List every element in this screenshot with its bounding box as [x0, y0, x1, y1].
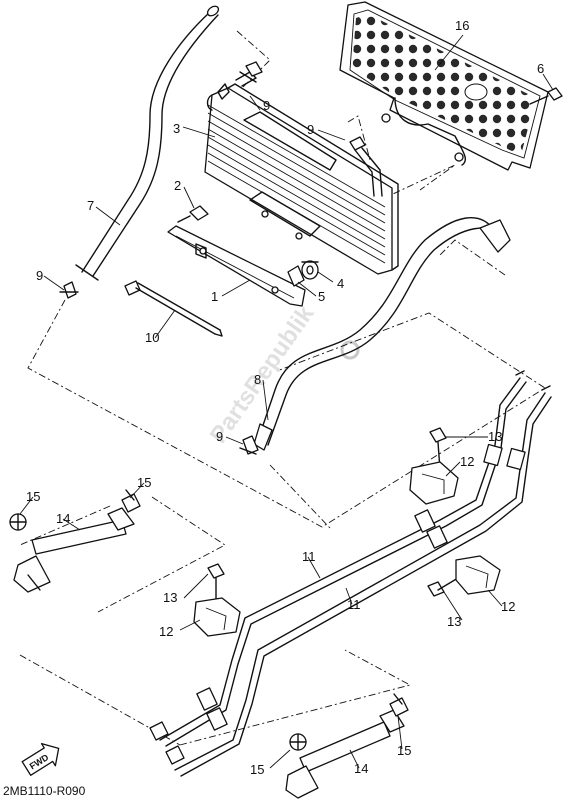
- callout-12-left: 12: [159, 624, 173, 639]
- callout-12-upper: 12: [460, 454, 474, 469]
- callout-labels: 16 6 9 3 9 2 7 9 4 1 5 10 8 9 13 12 15 1…: [26, 18, 544, 777]
- callout-11-lower: 11: [347, 597, 361, 612]
- clamp-9-left: [59, 281, 79, 299]
- oil-cooler-3: [204, 71, 399, 275]
- bolt-2: [177, 205, 209, 223]
- callout-13-right: 13: [447, 614, 461, 629]
- callout-9-left: 9: [36, 268, 43, 283]
- diagram-code: 2MB1110-R090: [3, 784, 86, 798]
- grommet-4: [301, 260, 319, 280]
- callout-5: 5: [318, 289, 325, 304]
- clamp-12-left: [193, 597, 241, 637]
- callout-7: 7: [87, 198, 94, 213]
- callout-6: 6: [537, 61, 544, 76]
- bracket-1: [167, 225, 306, 307]
- clamp-9-middle: [239, 435, 259, 455]
- hose-8: [253, 216, 511, 451]
- clamp-9-top: [239, 61, 263, 83]
- callout-15-upper-left: 15: [26, 489, 40, 504]
- callout-16: 16: [455, 18, 469, 33]
- callout-9-cooler: 9: [307, 122, 314, 137]
- callout-13-upper: 13: [488, 429, 502, 444]
- callout-15-lower-left: 15: [250, 762, 264, 777]
- callout-1: 1: [211, 289, 218, 304]
- clamp-15-lower-right: [389, 693, 409, 717]
- callout-3: 3: [173, 121, 180, 136]
- callout-4: 4: [337, 276, 344, 291]
- hose-14-lower: [285, 709, 405, 799]
- callout-14-upper: 14: [56, 511, 70, 526]
- clamp-12-upper: [409, 461, 459, 505]
- guard-plate-16: [339, 1, 549, 171]
- cable-tie-10: [124, 280, 223, 337]
- collar-5: [287, 265, 305, 287]
- callout-11-upper: 11: [302, 549, 316, 564]
- callout-2: 2: [174, 178, 181, 193]
- callout-10: 10: [145, 330, 159, 345]
- fwd-arrow-icon: FWD: [21, 743, 60, 776]
- callout-15-upper-right: 15: [137, 475, 151, 490]
- watermark-gear-icon: [340, 340, 360, 360]
- hose-7: [75, 5, 220, 281]
- callout-15-lower-right: 15: [397, 743, 411, 758]
- hose-14-upper: [13, 507, 135, 593]
- clamp-12-right: [455, 555, 501, 595]
- callout-14-lower: 14: [354, 761, 368, 776]
- clamp-15-lower-left: [289, 733, 307, 751]
- bolt-13-upper: [429, 427, 447, 471]
- bolt-13-left: [207, 563, 225, 601]
- clamp-15-upper-left: [9, 513, 27, 531]
- pipe-11-upper: [159, 377, 527, 747]
- leader-lines: [19, 34, 554, 769]
- callout-13-left: 13: [163, 590, 177, 605]
- bolt-6: [529, 87, 563, 105]
- clamp-15-upper-right: [121, 489, 141, 513]
- callout-8: 8: [254, 372, 261, 387]
- callout-9-middle: 9: [216, 429, 223, 444]
- callout-9-top: 9: [263, 98, 270, 113]
- bolt-13-right: [427, 577, 459, 597]
- callout-12-right: 12: [501, 599, 515, 614]
- pipe-11-lower: [174, 392, 552, 777]
- pipe-11-fittings: [149, 370, 551, 765]
